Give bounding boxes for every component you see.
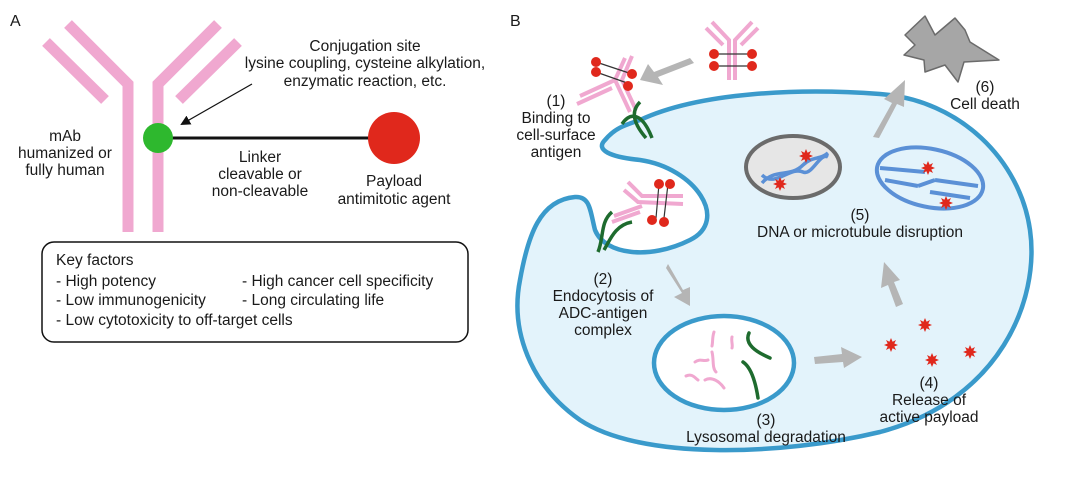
payload-star-icon bbox=[921, 161, 935, 175]
step-text: Endocytosis of bbox=[553, 288, 654, 305]
step-number: (5) bbox=[851, 207, 870, 224]
step-text: Lysosomal degradation bbox=[686, 429, 846, 446]
step-4-label: (4) Release of active payload bbox=[879, 375, 978, 426]
dead-cell-icon bbox=[903, 15, 1000, 83]
arrow-to-cell-death bbox=[873, 80, 905, 138]
payload-label: Payload antimitotic agent bbox=[338, 173, 452, 208]
nucleus bbox=[744, 134, 842, 200]
step-number: (3) bbox=[757, 412, 776, 429]
step-text: complex bbox=[574, 322, 632, 339]
step-number: (6) bbox=[976, 79, 995, 96]
degraded-antibody-fragments bbox=[684, 330, 734, 390]
step-1-label: (1) Binding to cell-surface antigen bbox=[516, 93, 595, 161]
mab-line2: humanized or bbox=[18, 145, 112, 162]
adc-bound bbox=[576, 55, 638, 113]
key-factors-title: Key factors bbox=[56, 252, 134, 269]
step-6-label: (6) Cell death bbox=[950, 79, 1020, 113]
step-number: (2) bbox=[594, 271, 613, 288]
conjugation-label: Conjugation site lysine coupling, cystei… bbox=[245, 38, 485, 90]
key-factor-item: - High cancer cell specificity bbox=[242, 273, 433, 290]
payload-star-icon bbox=[884, 338, 898, 352]
payload-star-icon bbox=[963, 345, 977, 359]
conjugation-line2: enzymatic reaction, etc. bbox=[284, 73, 447, 90]
step-text: Cell death bbox=[950, 96, 1020, 113]
conjugation-title: Conjugation site bbox=[309, 38, 420, 55]
key-factor-item: - Low cytotoxicity to off-target cells bbox=[56, 312, 293, 329]
step-number: (4) bbox=[920, 375, 939, 392]
payload-dot bbox=[368, 112, 420, 164]
step-text: Binding to bbox=[522, 110, 591, 127]
step-text: cell-surface bbox=[516, 127, 595, 144]
step-text: DNA or microtubule disruption bbox=[757, 224, 963, 241]
step-3-label: (3) Lysosomal degradation bbox=[686, 412, 846, 446]
step-text: antigen bbox=[531, 144, 582, 161]
adc-endocytosed bbox=[611, 179, 684, 227]
linker-label: Linker cleavable or non-cleavable bbox=[212, 149, 309, 200]
step-number: (1) bbox=[547, 93, 566, 110]
antigen-endocytosed bbox=[596, 210, 633, 253]
conjugation-line1: lysine coupling, cysteine alkylation, bbox=[245, 55, 485, 72]
lysosome bbox=[651, 313, 797, 413]
mab-line1: mAb bbox=[49, 128, 81, 145]
step-2-label: (2) Endocytosis of ADC-antigen complex bbox=[553, 271, 654, 339]
conjugation-site-dot bbox=[143, 123, 173, 153]
conjugation-arrow bbox=[180, 83, 253, 125]
cell-membrane bbox=[515, 89, 1034, 453]
linker-line3: non-cleavable bbox=[212, 183, 309, 200]
panel-a-label: A bbox=[10, 13, 21, 30]
step-5-label: (5) DNA or microtubule disruption bbox=[757, 207, 963, 241]
key-factor-item: - Long circulating life bbox=[242, 292, 384, 309]
antigen-surface bbox=[620, 100, 654, 140]
step-text: Release of bbox=[892, 392, 967, 409]
key-factor-item: - Low immunogenicity bbox=[56, 292, 206, 309]
key-factors-box: Key factors - High potency - High cancer… bbox=[41, 241, 469, 343]
microtubule-spindle-icon bbox=[874, 145, 986, 211]
linker-line2: cleavable or bbox=[218, 166, 302, 183]
payload-line2: antimitotic agent bbox=[338, 191, 452, 208]
arrow-to-disruption bbox=[881, 262, 903, 307]
mab-line3: fully human bbox=[25, 162, 104, 179]
dna-icon bbox=[760, 151, 830, 185]
arrow-to-release bbox=[814, 347, 862, 368]
linker-line1: Linker bbox=[239, 149, 281, 166]
payload-star-icon bbox=[925, 353, 939, 367]
payload-star-icon bbox=[799, 149, 813, 163]
antibody-large bbox=[42, 20, 242, 232]
panel-b-label: B bbox=[510, 13, 521, 30]
step-text: active payload bbox=[879, 409, 978, 426]
adc-free bbox=[704, 20, 760, 80]
step-text: ADC-antigen bbox=[559, 305, 648, 322]
arrow-to-binding bbox=[640, 58, 694, 85]
arrow-to-lysosome bbox=[666, 264, 690, 306]
key-factor-item: - High potency bbox=[56, 273, 156, 290]
payload-star-icon bbox=[918, 318, 932, 332]
payload-line1: Payload bbox=[366, 173, 422, 190]
degraded-antigen bbox=[741, 331, 772, 400]
payload-star-icon bbox=[773, 177, 787, 191]
mab-label: mAb humanized or fully human bbox=[18, 128, 112, 179]
payload-star-icon bbox=[939, 196, 953, 210]
